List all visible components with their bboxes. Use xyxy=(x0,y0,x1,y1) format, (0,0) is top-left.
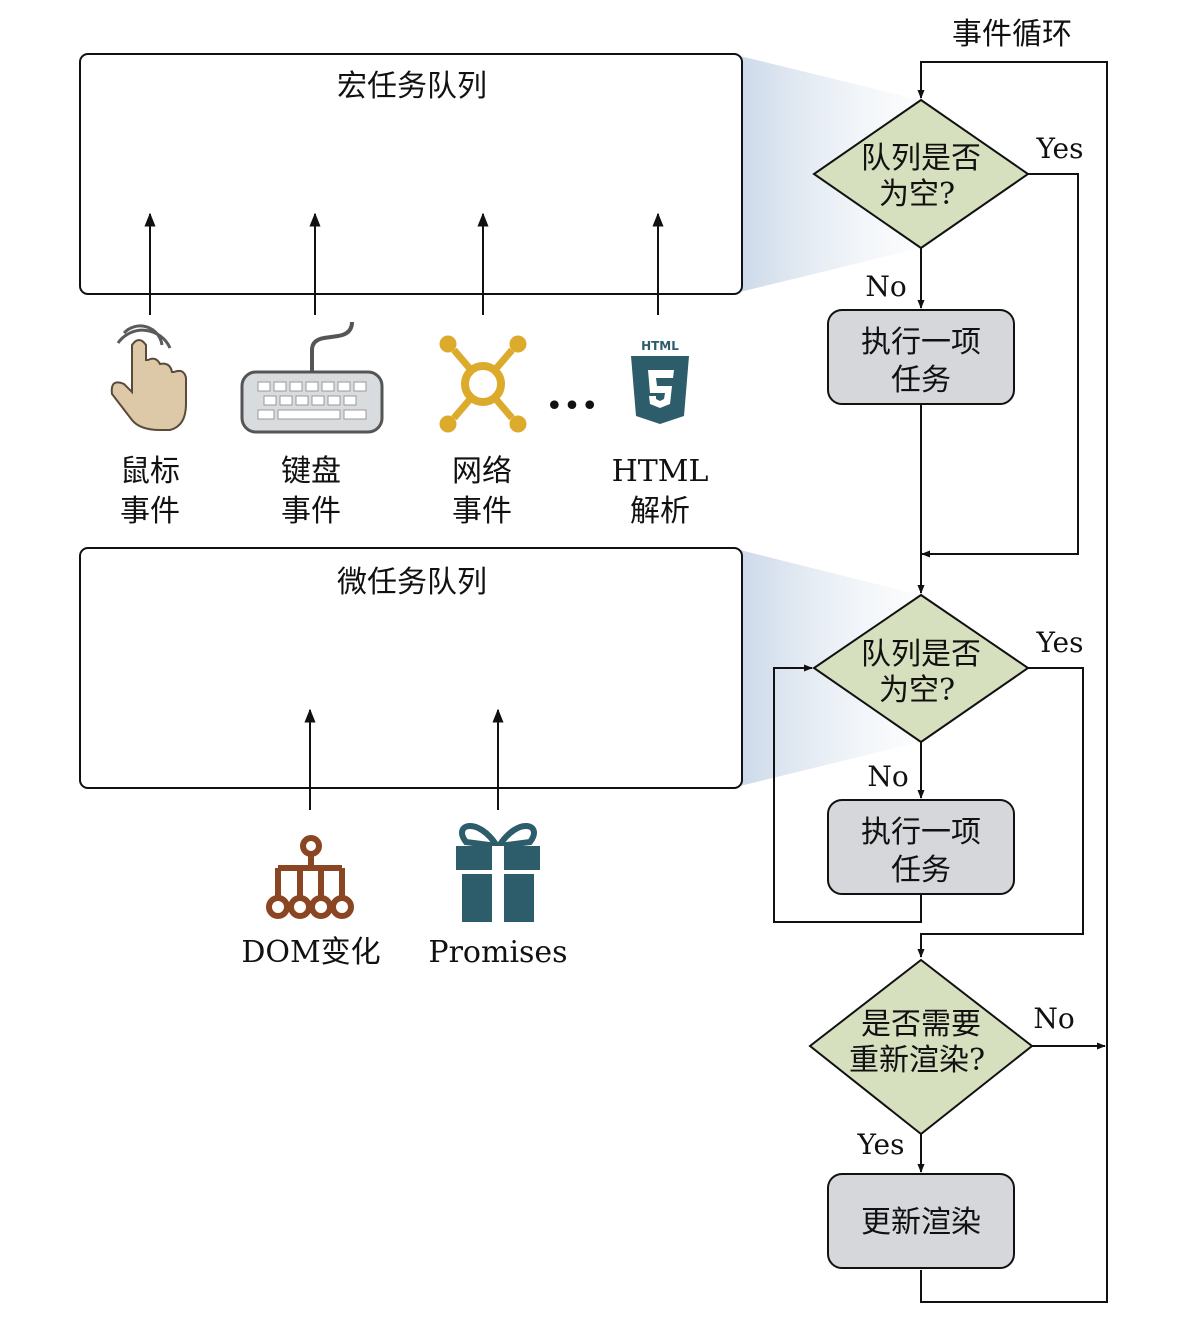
html5-icon: HTML xyxy=(631,339,689,424)
html-label: HTML xyxy=(612,454,709,489)
svg-text:HTML: HTML xyxy=(641,339,679,353)
network-label: 网络 xyxy=(452,454,512,489)
decision-macro-yes: Yes xyxy=(1036,132,1084,165)
process-run-micro-task-line2: 任务 xyxy=(891,853,951,888)
keyboard-label-2: 事件 xyxy=(281,494,341,529)
mouse-label: 鼠标 xyxy=(120,454,180,489)
dom-label: DOM变化 xyxy=(241,935,380,970)
micro-queue-title: 微任务队列 xyxy=(337,565,487,600)
ellipsis: ••• xyxy=(545,389,598,424)
macro-queue-title: 宏任务队列 xyxy=(337,69,487,104)
macro-queue-box xyxy=(79,53,743,295)
decision-micro-yes: Yes xyxy=(1036,626,1084,659)
process-update-render xyxy=(827,1173,1015,1269)
gift-icon xyxy=(456,823,540,922)
mouse-click-icon xyxy=(110,324,187,431)
decision-macro-empty-line1: 队列是否 xyxy=(861,141,981,176)
decision-needs-render-yes: Yes xyxy=(857,1128,905,1161)
micro-loop-back-line xyxy=(773,664,922,923)
keyboard-icon xyxy=(240,321,384,434)
decision-micro-empty-line1: 队列是否 xyxy=(861,637,981,672)
micro-yes-line xyxy=(917,667,1084,958)
decision-micro-no: No xyxy=(867,760,908,793)
process-run-macro-task-line1: 执行一项 xyxy=(861,325,981,360)
decision-needs-render-line2: 重新渲染? xyxy=(849,1043,985,1078)
decision-needs-render-line1: 是否需要 xyxy=(861,1007,981,1042)
html-label-2: 解析 xyxy=(630,494,690,529)
macro-yes-line xyxy=(921,173,1079,558)
decision-needs-render-no: No xyxy=(1033,1002,1074,1035)
loop-back-line xyxy=(917,61,1108,1303)
keyboard-label: 键盘 xyxy=(281,454,341,489)
network-icon xyxy=(439,335,527,433)
process-run-micro-task-line1: 执行一项 xyxy=(861,815,981,850)
decision-macro-empty-line2: 为空? xyxy=(879,177,955,212)
process-update-render-label: 更新渲染 xyxy=(861,1205,981,1240)
dom-tree-icon xyxy=(266,835,354,919)
decision-macro-no: No xyxy=(865,270,906,303)
decision-micro-empty-line2: 为空? xyxy=(879,673,955,708)
promises-label: Promises xyxy=(428,935,567,970)
mouse-label-2: 事件 xyxy=(120,494,180,529)
network-label-2: 事件 xyxy=(452,494,512,529)
micro-queue-box xyxy=(79,547,743,789)
loop-title: 事件循环 xyxy=(952,17,1072,52)
process-run-macro-task-line2: 任务 xyxy=(891,363,951,398)
